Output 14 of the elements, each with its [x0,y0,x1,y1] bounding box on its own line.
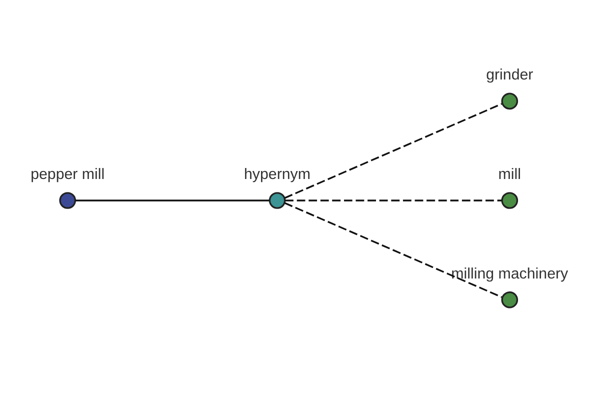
node-circle [501,192,518,208]
connector [285,199,502,201]
node-label: grinder [486,66,534,84]
node-circle [501,290,518,308]
node-circle [59,192,76,208]
node-label: milling machinery [451,264,568,282]
node-label: pepper mill [30,165,105,182]
node-label: mill [498,165,522,182]
connector [284,102,502,198]
node-circle [268,192,286,208]
connector [284,202,502,298]
node-label: hypernym [244,165,311,182]
connector [75,199,270,201]
node-circle [501,92,518,110]
